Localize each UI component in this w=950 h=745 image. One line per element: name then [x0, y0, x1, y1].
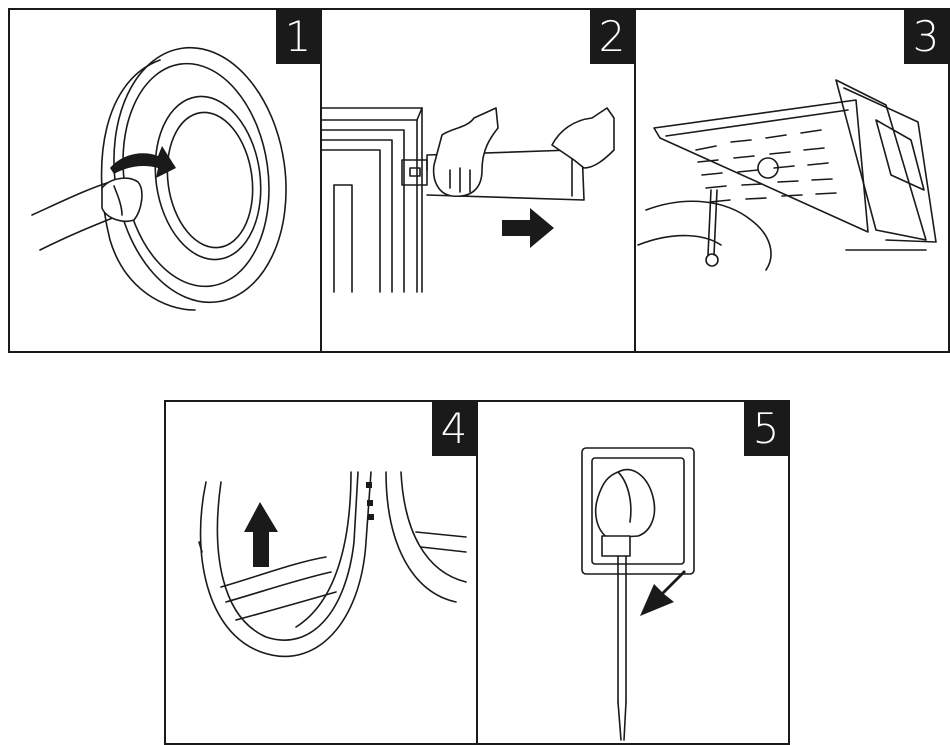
- door-seal-icon: [10, 10, 320, 351]
- drawer-dispenser-icon: [636, 10, 948, 351]
- door-gasket-icon: [166, 402, 476, 743]
- step-4-panel: 4: [164, 400, 478, 745]
- step-4-number: 4: [432, 402, 476, 456]
- step-3-panel: 3: [634, 8, 950, 353]
- step-2-panel: 2: [320, 8, 636, 353]
- unplug-icon: [478, 402, 788, 743]
- detergent-drawer-pull-icon: [322, 10, 634, 351]
- step-3-number: 3: [904, 10, 948, 64]
- step-1-number: 1: [276, 10, 320, 64]
- step-5-panel: 5: [476, 400, 790, 745]
- step-2-number: 2: [590, 10, 634, 64]
- step-5-number: 5: [744, 402, 788, 456]
- step-1-panel: 1: [8, 8, 322, 353]
